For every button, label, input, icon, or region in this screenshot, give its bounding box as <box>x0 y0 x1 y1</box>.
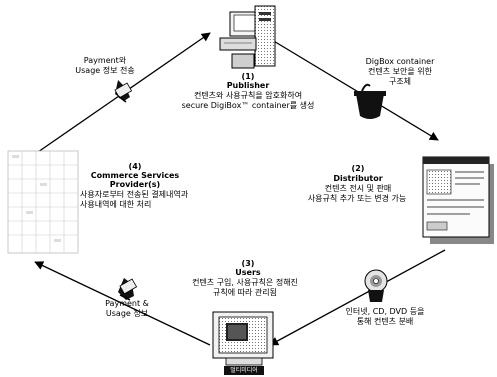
arrow-distributor-to-users <box>269 249 446 346</box>
payment-bottom-line2: Usage 정보 <box>105 309 149 318</box>
users-line1: 컨텐츠 구입, 사용규칙은 정해진 <box>192 278 298 287</box>
publisher-computer-icon <box>219 5 276 69</box>
payment-card-icon <box>118 278 138 301</box>
digibox-container-icon <box>354 83 386 119</box>
cd-disc-icon <box>364 269 388 302</box>
distribution-channel-line2: 통해 컨텐츠 분배 <box>356 317 414 326</box>
distributor-line2: 사용규칙 추가 또는 변경 가능 <box>307 194 407 203</box>
payment-top-line1: Payment와 <box>83 56 127 65</box>
users-line2: 규칙에 따라 관리됨 <box>213 288 277 297</box>
distributor-line1: 컨텐츠 전시 및 판매 <box>324 184 392 193</box>
commerce-line1: 사용자로부터 전송된 결제내역과 <box>80 190 189 199</box>
digibox-line3: 구조체 <box>388 77 412 86</box>
digibox-line2: 컨텐츠 보안을 위한 <box>368 67 432 76</box>
commerce-title: Commerce Services <box>90 171 180 180</box>
distributor-title: Distributor <box>333 174 383 183</box>
users-number: (3) <box>241 259 255 268</box>
users-computer-icon <box>212 311 274 375</box>
payment-bottom-line1: Payment & <box>105 299 149 308</box>
publisher-line1: 컨텐츠와 사용규칙을 암호화하여 <box>193 91 303 100</box>
distributor-number: (2) <box>351 164 365 173</box>
commerce-title2: Provider(s) <box>109 180 161 189</box>
payment-card-icon <box>114 80 133 103</box>
payment-top-line2: Usage 정보 전송 <box>75 66 135 75</box>
distribution-channel-line1: 인터넷, CD, DVD 등을 <box>345 307 425 316</box>
users-computer-label: 멀티미디어 <box>230 367 258 374</box>
users-title: Users <box>235 268 261 277</box>
publisher-number: (1) <box>241 72 255 81</box>
commerce-grid-icon <box>7 150 79 254</box>
digibox-line1: DigBox container <box>365 57 435 66</box>
arrow-publisher-to-distributor <box>271 39 439 141</box>
publisher-title: Publisher <box>226 81 270 90</box>
publisher-line2: secure DigiBox™ container를 생성 <box>181 101 315 110</box>
arrow-users-to-commerce <box>34 261 211 346</box>
commerce-number: (4) <box>128 162 142 171</box>
distributor-window-icon <box>422 156 494 244</box>
commerce-line2: 사용내역에 대한 처리 <box>80 200 152 209</box>
